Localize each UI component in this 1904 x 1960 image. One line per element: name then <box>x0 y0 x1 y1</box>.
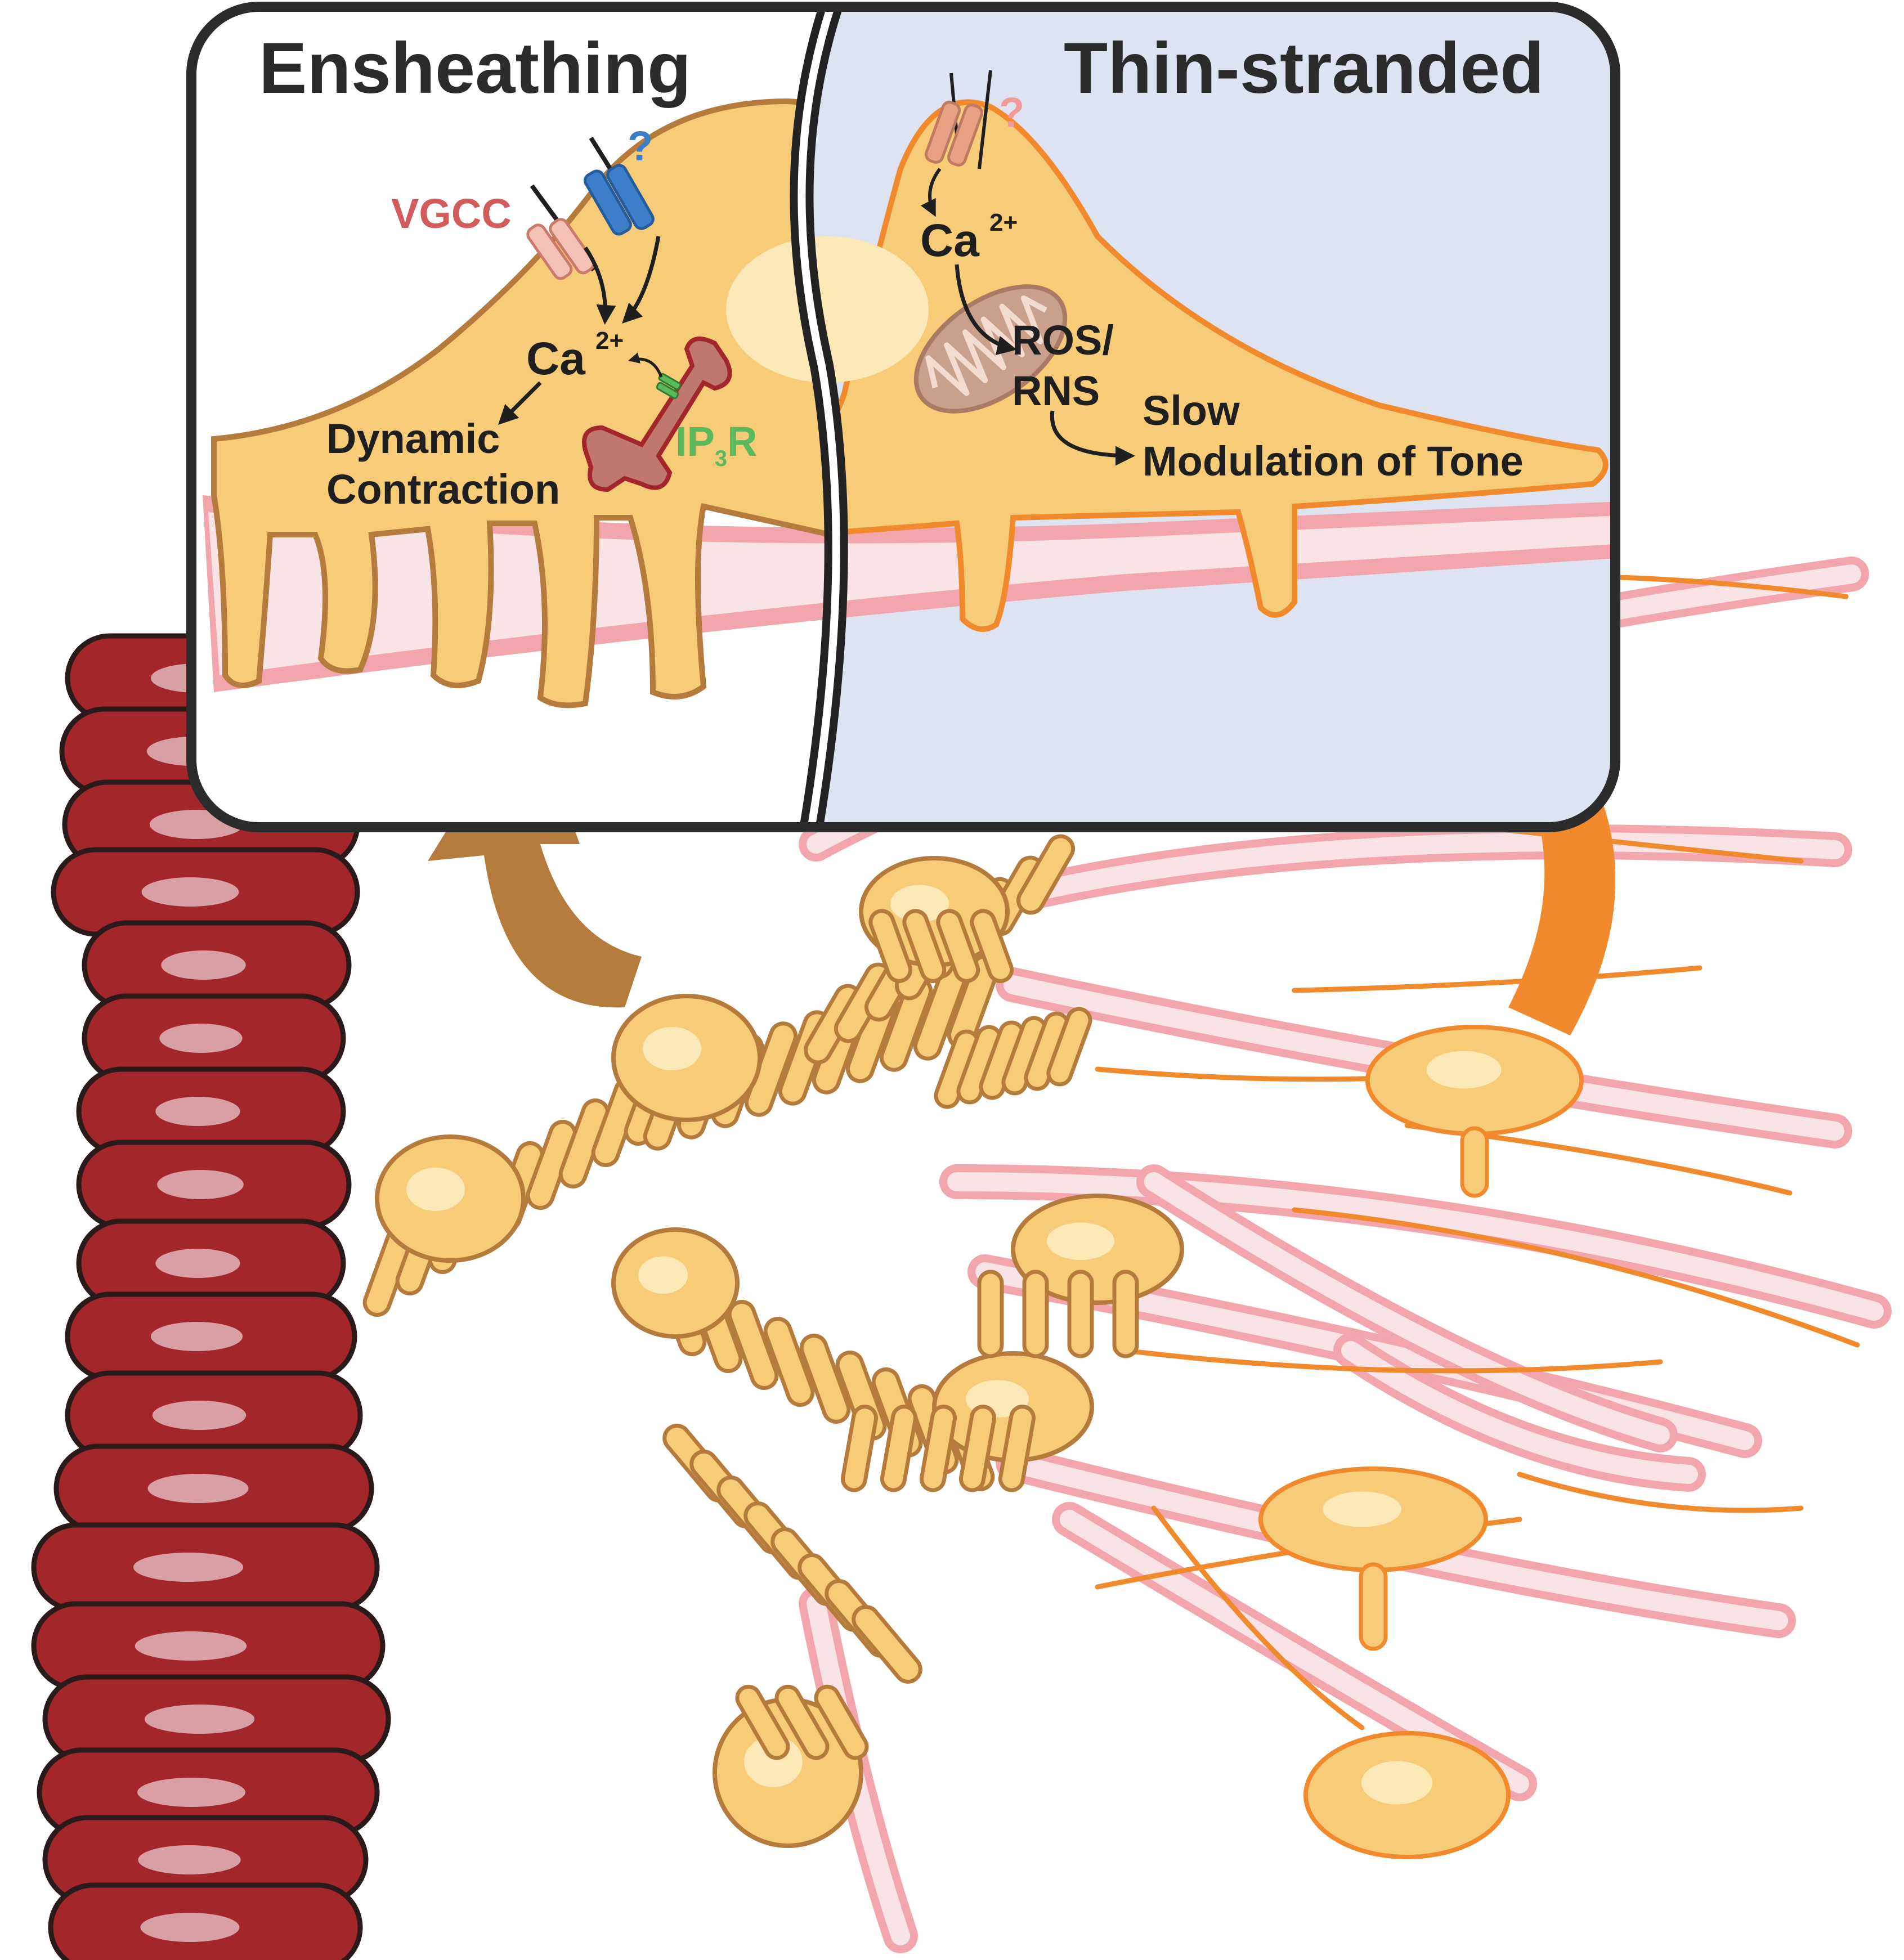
arteriole-ring-highlight <box>155 1097 240 1126</box>
ip3r-receptor <box>582 337 732 492</box>
ensheathing-process <box>958 1405 997 1492</box>
arteriole-ring-highlight <box>155 1249 240 1278</box>
thin-strand-process <box>1123 1348 1663 1374</box>
unknown-channel-right <box>920 70 992 217</box>
unknown-channel-left <box>584 136 661 324</box>
ensheathing-title: Ensheathing <box>259 28 691 109</box>
arteriole-ring-highlight <box>140 1913 240 1942</box>
ensheathing-band <box>799 1333 851 1424</box>
slow-label: Slow <box>1143 387 1240 434</box>
ensheathing-pericyte-soma-nucleus <box>643 1027 701 1070</box>
mitochondrion <box>913 284 1068 414</box>
ensheathing-process <box>919 1405 957 1492</box>
thin-stranded-nucleus <box>801 236 929 383</box>
ca-left-superscript: 2+ <box>595 327 624 355</box>
ensheathing-pericyte-soma-nucleus <box>1047 1222 1114 1260</box>
contraction-label: Contraction <box>326 466 560 513</box>
thin-stranded-pericyte-nucleus <box>1361 1761 1432 1805</box>
ensheathing-process <box>735 1684 790 1760</box>
vgcc-channel <box>526 184 616 325</box>
modulation-label: Modulation of Tone <box>1143 438 1524 485</box>
ensheathing-pericyte-soma-nucleus <box>406 1168 465 1211</box>
ensheathing-band <box>727 1299 779 1391</box>
arteriole <box>31 633 391 1960</box>
thin-strand-process <box>1151 1505 1365 1730</box>
ip3r-label: IP3R <box>675 418 758 471</box>
arteriole-ring-highlight <box>147 1474 249 1503</box>
ensheathing-process <box>977 1270 1004 1358</box>
arteriole-ring <box>65 1291 357 1382</box>
question-right: ? <box>999 89 1024 136</box>
arteriole-ring <box>53 1443 374 1533</box>
ensheathing-process <box>936 909 980 983</box>
ensheathing-band <box>1046 1007 1092 1087</box>
ensheathing-process <box>814 1684 869 1760</box>
inset-panel: Ensheathing Thin-stranded VGCC ? ? Ca 2+… <box>186 2 1620 832</box>
thin-stranded-title: Thin-stranded <box>1064 28 1544 109</box>
thin-strand-process <box>1517 1472 1804 1513</box>
thin-stranded-pericyte-body <box>801 99 1609 632</box>
ca-right-label: Ca <box>920 215 980 266</box>
arteriole-ring <box>42 1674 391 1764</box>
arteriole-ring <box>31 1522 380 1612</box>
rns-label: RNS <box>1012 367 1100 414</box>
thin-stranded-pericyte-nucleus <box>1323 1491 1401 1527</box>
arteriole-ring <box>48 1882 363 1960</box>
arteriole-ring <box>76 1218 346 1308</box>
thin-stranded-pericyte-stem <box>1359 1562 1388 1651</box>
ensheathing-process <box>868 909 913 983</box>
arteriole-ring-highlight <box>157 1170 244 1199</box>
arteriole-ring-highlight <box>152 1401 247 1430</box>
ensheathing-process <box>840 1405 879 1492</box>
question-left: ? <box>628 123 653 169</box>
vgcc-label: VGCC <box>391 190 512 237</box>
ensheathing-process <box>1022 1270 1049 1358</box>
capillary-inner <box>1341 1341 1698 1484</box>
thin-stranded-pericyte-stem <box>1460 1126 1489 1198</box>
ensheathing-process <box>1067 1270 1094 1358</box>
ca-to-ros-arrow <box>955 264 1017 355</box>
vessel-pericytes <box>362 834 1584 1859</box>
ensheathing-process <box>902 909 947 983</box>
ros-to-tone-arrow <box>1050 410 1135 466</box>
arteriole-ring <box>76 1066 346 1156</box>
arteriole-ring <box>82 920 352 1010</box>
thin-strand-process <box>1292 965 1703 993</box>
ca-right-superscript: 2+ <box>989 209 1018 236</box>
ensheathing-process <box>1112 1270 1139 1358</box>
inset-panel-border <box>186 2 1620 832</box>
arteriole-ring-highlight <box>141 877 239 907</box>
arteriole-ring-highlight <box>137 1778 245 1807</box>
arteriole-ring-highlight <box>159 1024 243 1053</box>
capillary-inner <box>947 1172 1884 1321</box>
arteriole-ring <box>65 1370 363 1460</box>
arteriole-ring <box>76 1140 352 1230</box>
arteriole-ring-highlight <box>144 1705 255 1734</box>
ensheathing-pericyte-soma-nucleus <box>638 1256 688 1294</box>
capillary-inner <box>1144 1172 1670 1445</box>
dynamic-label: Dynamic <box>326 415 500 462</box>
ensheathing-process <box>970 909 1014 983</box>
ensheathing-pericyte-soma-nucleus <box>890 885 949 922</box>
thin-strand-process <box>1292 1207 1860 1348</box>
ensheathing-band <box>1016 834 1075 915</box>
ca-left-label: Ca <box>526 333 586 384</box>
arteriole-ring-highlight <box>150 1322 243 1351</box>
thin-stranded-pericyte-nucleus <box>1426 1051 1502 1089</box>
ca-to-contraction-arrow <box>498 381 542 425</box>
ensheathing-band <box>763 1316 815 1407</box>
arteriole-ring-highlight <box>135 1631 247 1661</box>
ensheathing-band <box>852 1605 922 1684</box>
arteriole-ring <box>42 1815 369 1905</box>
arteriole-ring-highlight <box>138 1845 241 1874</box>
arteriole-ring-highlight <box>161 950 246 980</box>
ensheathing-process <box>774 1684 830 1760</box>
ros-label: ROS/ <box>1012 317 1114 364</box>
ensheathing-process <box>998 1405 1036 1492</box>
ensheathing-process <box>880 1405 918 1492</box>
arteriole-ring-highlight <box>133 1553 244 1582</box>
